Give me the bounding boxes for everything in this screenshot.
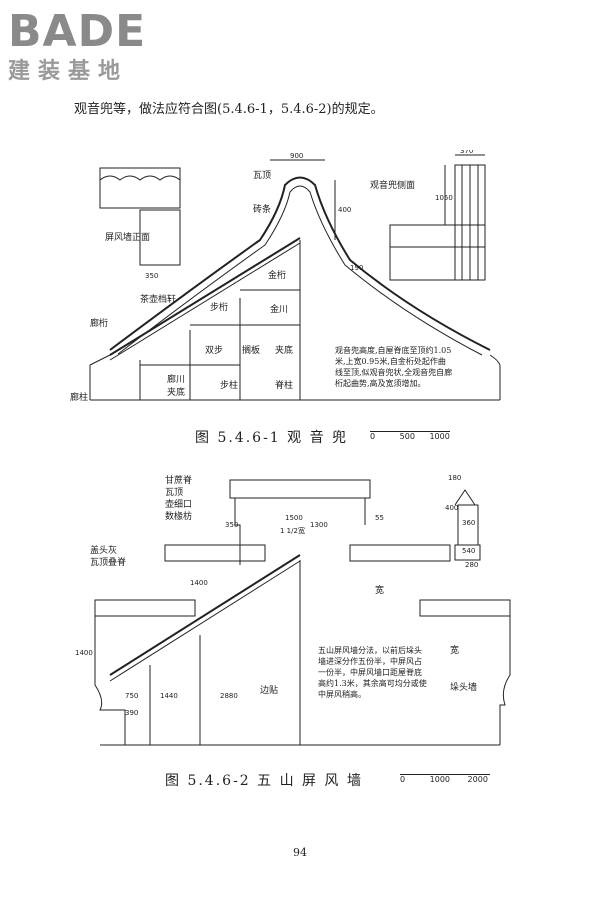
- label-shuangbu: 双步: [205, 345, 223, 356]
- dim-370: 370: [460, 150, 473, 155]
- fig2-scale: 0 1000 2000: [400, 770, 490, 784]
- dim2-360: 360: [462, 519, 475, 527]
- dim-1050: 1050: [435, 194, 453, 202]
- label-wadingdie: 瓦顶叠脊: [90, 556, 126, 568]
- page-number: 94: [293, 846, 307, 859]
- fig2-scale-2000: 2000: [467, 775, 488, 784]
- label-dizhaokou: 壶细口: [165, 498, 192, 510]
- fig1-scale: 0 500 1000: [370, 427, 450, 441]
- dim2-55: 55: [375, 514, 384, 522]
- fig1-scale-500: 500: [399, 432, 415, 441]
- dim2-1440: 1440: [160, 692, 178, 700]
- label-ganzhe: 甘蔗脊: [165, 474, 192, 486]
- dim2-2880: 2880: [220, 692, 238, 700]
- fig1-caption: 图 5.4.6-1 观 音 兜: [195, 430, 349, 446]
- label-chachui: 茶壶档轩: [140, 293, 176, 305]
- label-buheng: 步桁: [210, 301, 228, 313]
- label-jiadi2: 夹底: [167, 386, 185, 398]
- dim2-1half: 1 1/2宽: [280, 526, 305, 535]
- dim-900: 900: [290, 152, 303, 160]
- label-jinchuan: 金川: [270, 303, 288, 315]
- dim2-390: 390: [125, 709, 138, 717]
- label-kuan: 宽: [375, 584, 384, 596]
- dim2-750: 750: [125, 692, 138, 700]
- label-langzhu: 廊柱: [70, 391, 88, 403]
- dim-190: 190: [350, 264, 363, 272]
- label-zhuantiao: 砖条: [253, 203, 271, 215]
- label-shuyanfang: 数椽枋: [165, 510, 192, 522]
- fig1-scale-0: 0: [370, 432, 376, 441]
- label-buzhu: 步柱: [220, 379, 238, 391]
- intro-text: 观音兜等，做法应符合图(5.4.6-1，5.4.6-2)的规定。: [74, 102, 384, 117]
- dim2-180: 180: [448, 474, 461, 482]
- label-bianxian: 边贴: [260, 684, 278, 696]
- dim2-1400a: 1400: [190, 579, 208, 587]
- figure-wushan-pingfengqiang: 甘蔗脊 瓦顶 壶细口 数椽枋 盖头灰 瓦顶叠脊 边贴 宽 宽 垛头墙 1500 …: [75, 474, 511, 746]
- dim-350: 350: [145, 272, 158, 280]
- label-langheng: 廊桁: [90, 317, 108, 329]
- label-gaitou: 盖头灰: [90, 544, 117, 556]
- fig2-caption: 图 5.4.6-2 五 山 屏 风 墙: [165, 773, 363, 789]
- label-duotou: 垛头墙: [450, 681, 477, 693]
- dim2-540: 540: [462, 547, 475, 555]
- bade-logo: BADE 建装基地: [8, 6, 146, 85]
- dim2-280: 280: [465, 561, 478, 569]
- dim2-1400b: 1400: [75, 649, 93, 657]
- dim2-1500: 1500: [285, 514, 303, 522]
- label-jinheng: 金桁: [268, 269, 286, 281]
- dim2-1300: 1300: [310, 521, 328, 529]
- fig2-scale-0: 0: [400, 775, 406, 784]
- label-side-title: 观音兜侧面: [370, 179, 415, 191]
- dim2-400: 400: [445, 504, 458, 512]
- label-langchuan: 廊川: [167, 373, 185, 385]
- label-jiadi: 夹底: [275, 344, 293, 356]
- fig2-note: 五山屏风墙分法，以前后垛头墙进深分作五份半，中屏风占一份半，中屏风墙口距屋脊底高…: [318, 646, 427, 699]
- dim2-350: 350: [225, 521, 238, 529]
- dim-860: 400: [338, 206, 351, 214]
- label-wading: 瓦顶: [253, 170, 271, 181]
- fig1-note: 观音兜高度,自屋脊底至顶约1.05米,上宽0.95米,自金桁处起作曲线至顶,似观…: [335, 346, 453, 388]
- label-pingfeng: 屏风墙正面: [105, 231, 150, 243]
- label-gaiban: 搁板: [242, 344, 260, 356]
- fig2-scale-1000: 1000: [429, 775, 450, 784]
- logo-sub-text: 建装基地: [8, 59, 129, 84]
- label-kuan2: 宽: [450, 644, 459, 656]
- label-wading2: 瓦顶: [165, 487, 183, 498]
- logo-main-text: BADE: [8, 6, 147, 57]
- label-jizhu: 脊柱: [275, 379, 293, 391]
- figure-guanyindou: 瓦顶 砖条 屏风墙正面 茶壶档轩 金桁 步桁 金川 廊桁 双步 搁板 夹底 廊川…: [70, 150, 501, 403]
- fig1-scale-1000: 1000: [429, 432, 450, 441]
